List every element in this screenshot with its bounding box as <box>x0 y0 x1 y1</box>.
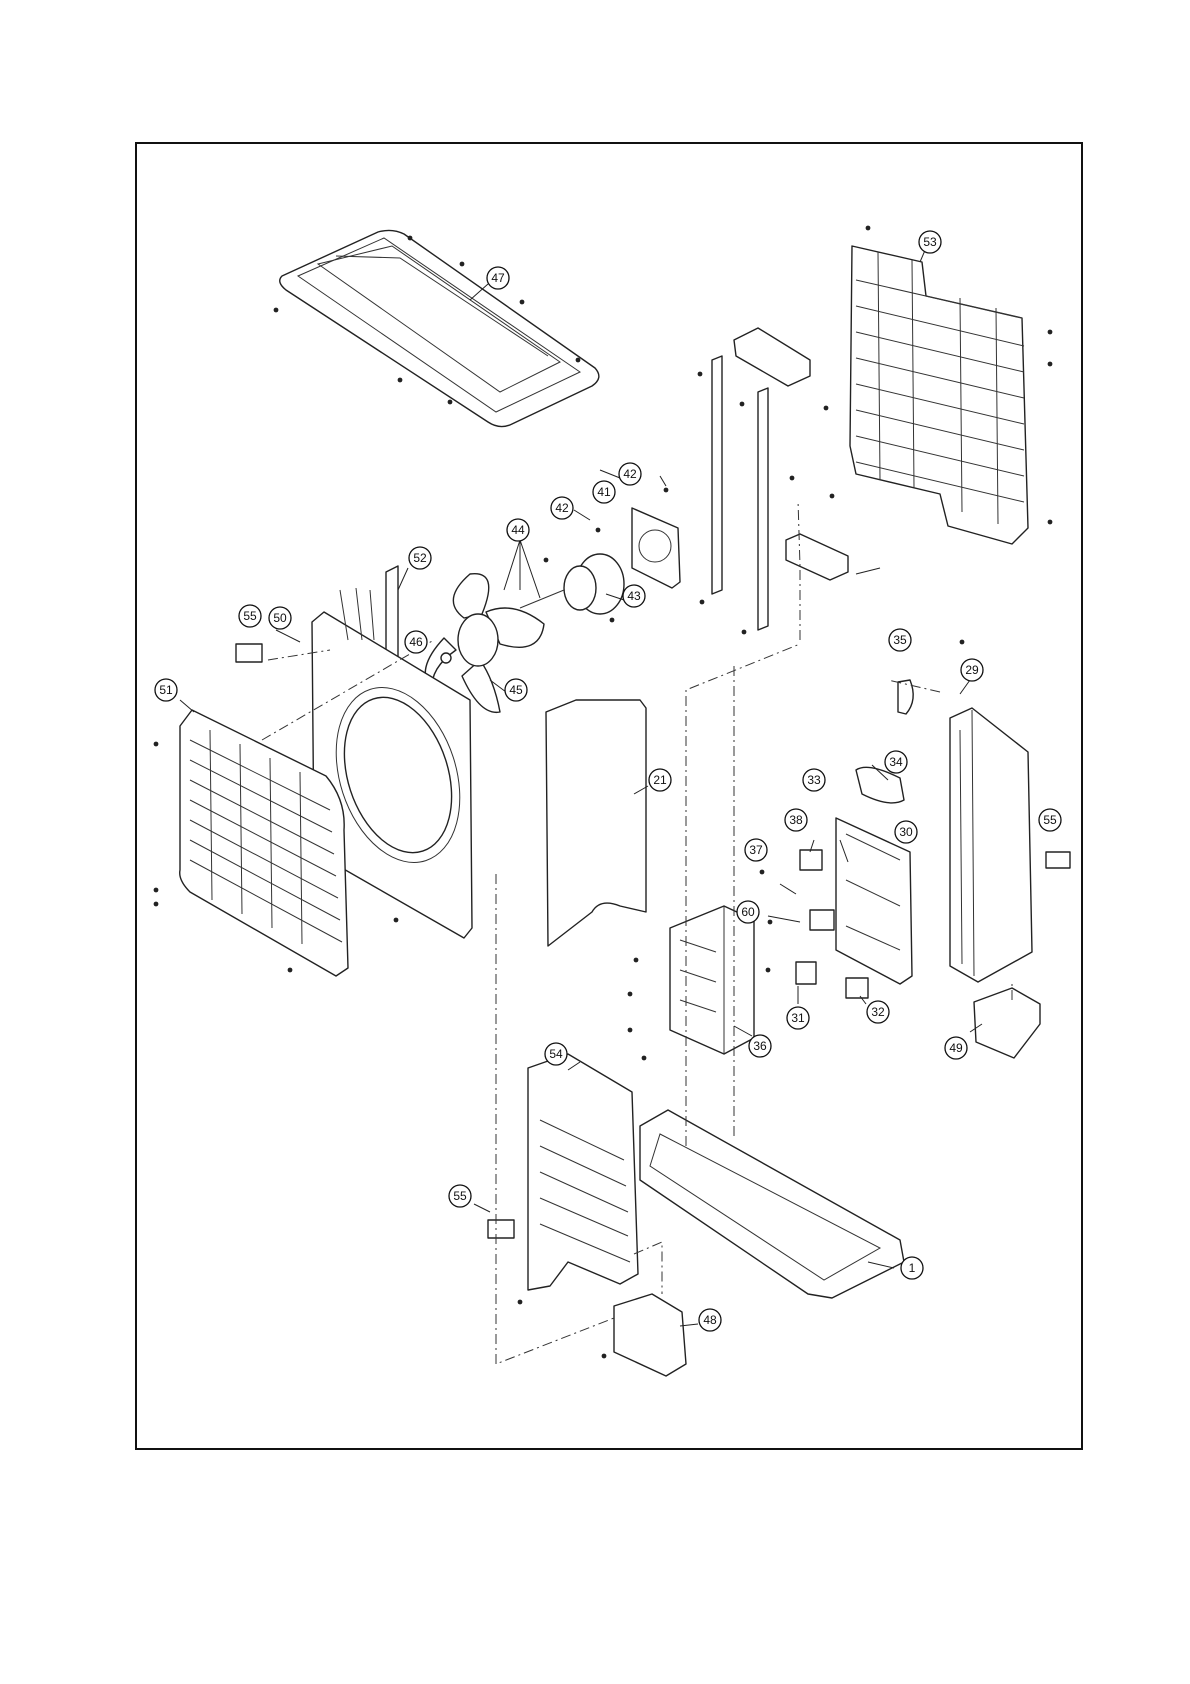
callout-37: 37 <box>745 839 767 861</box>
callout-51: 51 <box>155 679 177 701</box>
svg-text:53: 53 <box>923 235 937 249</box>
svg-text:21: 21 <box>653 773 667 787</box>
svg-text:49: 49 <box>949 1041 963 1055</box>
callout-54: 54 <box>545 1043 567 1065</box>
rubber-pad-2 <box>1046 852 1070 868</box>
base-pan <box>640 1110 904 1298</box>
callout-44: 44 <box>507 519 529 541</box>
callout-52: 52 <box>409 547 431 569</box>
callout-30: 30 <box>895 821 917 843</box>
wire-guard <box>850 246 1028 544</box>
svg-text:45: 45 <box>509 683 523 697</box>
svg-text:55: 55 <box>1043 813 1057 827</box>
svg-text:33: 33 <box>807 773 821 787</box>
callout-55-lower: 55 <box>449 1185 471 1207</box>
svg-text:35: 35 <box>893 633 907 647</box>
callout-48: 48 <box>699 1309 721 1331</box>
svg-text:32: 32 <box>871 1005 885 1019</box>
svg-text:30: 30 <box>899 825 913 839</box>
svg-text:41: 41 <box>597 485 611 499</box>
svg-text:36: 36 <box>753 1039 767 1053</box>
svg-text:51: 51 <box>159 683 173 697</box>
partition-plate <box>546 700 646 946</box>
callout-49: 49 <box>945 1037 967 1059</box>
callout-42-upper: 42 <box>619 463 641 485</box>
callout-31: 31 <box>787 1007 809 1029</box>
callout-41: 41 <box>593 481 615 503</box>
callout-38: 38 <box>785 809 807 831</box>
callout-32: 32 <box>867 1001 889 1023</box>
svg-text:46: 46 <box>409 635 423 649</box>
side-panel <box>950 708 1032 982</box>
svg-text:29: 29 <box>965 663 979 677</box>
callout-47: 47 <box>487 267 509 289</box>
svg-text:44: 44 <box>511 523 525 537</box>
svg-text:55: 55 <box>243 609 257 623</box>
svg-text:54: 54 <box>549 1047 563 1061</box>
corner-cover <box>614 1294 686 1376</box>
rails <box>712 328 848 630</box>
svg-text:1: 1 <box>909 1261 916 1275</box>
svg-text:43: 43 <box>627 589 641 603</box>
svg-text:37: 37 <box>749 843 763 857</box>
svg-text:55: 55 <box>453 1189 467 1203</box>
svg-text:50: 50 <box>273 611 287 625</box>
callout-46: 46 <box>405 631 427 653</box>
rear-bracket <box>974 988 1040 1058</box>
callout-42-lower: 42 <box>551 497 573 519</box>
callout-1: 1 <box>901 1257 923 1279</box>
callout-29: 29 <box>961 659 983 681</box>
callout-35: 35 <box>889 629 911 651</box>
lower-side-panel <box>528 1054 638 1290</box>
svg-text:48: 48 <box>703 1313 717 1327</box>
svg-text:52: 52 <box>413 551 427 565</box>
callout-55-right: 55 <box>1039 809 1061 831</box>
rubber-pad-1 <box>236 644 262 662</box>
svg-text:38: 38 <box>789 813 803 827</box>
rubber-pad-3 <box>488 1220 514 1238</box>
callout-43: 43 <box>623 585 645 607</box>
svg-text:42: 42 <box>555 501 569 515</box>
svg-text:60: 60 <box>741 905 755 919</box>
callout-53: 53 <box>919 231 941 253</box>
callout-21: 21 <box>649 769 671 791</box>
callout-60: 60 <box>737 901 759 923</box>
callout-36: 36 <box>749 1035 771 1057</box>
callout-34: 34 <box>885 751 907 773</box>
callout-50: 50 <box>269 607 291 629</box>
svg-text:47: 47 <box>491 271 505 285</box>
callout-33: 33 <box>803 769 825 791</box>
svg-text:42: 42 <box>623 467 637 481</box>
top-panel <box>280 230 599 426</box>
svg-text:34: 34 <box>889 755 903 769</box>
callout-55-left: 55 <box>239 605 261 627</box>
svg-text:31: 31 <box>791 1011 805 1025</box>
callout-45: 45 <box>505 679 527 701</box>
